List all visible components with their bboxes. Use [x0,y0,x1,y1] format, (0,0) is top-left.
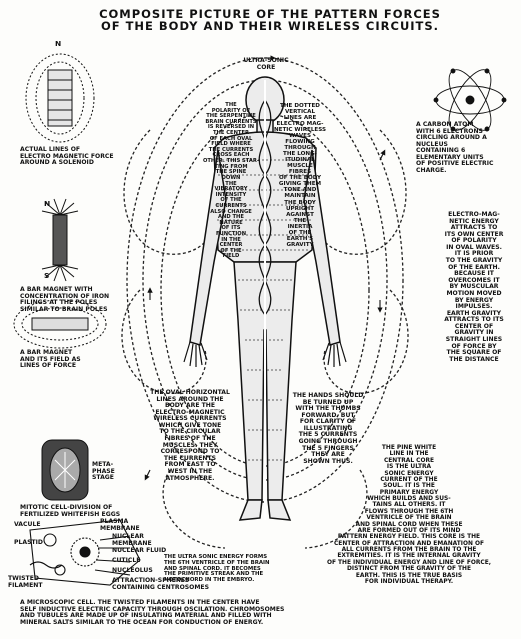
label-bar-magnet: A BAR MAGNET AND ITS FIELD AS LINES OF F… [20,350,120,370]
label-serpentine-polarity: THE POLARITY OF THE SERPENTINE BRAIN CUR… [200,103,262,260]
magnet-filings-figure [42,199,78,281]
label-plastid: PLASTID [14,540,43,547]
label-north-solenoid: N [55,40,61,48]
page-title: COMPOSITE PICTURE OF THE PATTERN FORCES … [70,8,470,33]
label-ultrasonic-core: ULTRA-SONIC CORE [236,58,296,71]
label-nucleolus: NUCLEOLUS [112,568,153,575]
label-vacule: VACULE [14,522,40,529]
label-twisted-filament: TWISTED FILAMENT [8,576,43,589]
label-plasma-membrane: PLASMA MEMBRANE [100,519,140,532]
label-cuticle: CUTICLE [112,558,140,565]
solenoid-figure [26,54,94,142]
label-magnet-filings: A BAR MAGNET WITH CONCENTRATION OF IRON … [20,287,130,313]
label-electromagnetic: ELECTRO-MAG- NETIC ENERGY ATTRACTS TO IT… [430,212,518,363]
label-nuclear-fluid: NUCLEAR FLUID [112,548,166,555]
label-pine-white-line: THE PINE WHITE LINE IN THE CENTRAL CORE … [302,445,516,585]
label-solenoid: ACTUAL LINES OF ELECTRO MAGNETIC FORCE A… [20,147,120,167]
label-cell-caption: A MICROSCOPIC CELL. THE TWISTED FILAMENT… [20,600,350,626]
label-metastage: META- PHASE STAGE [92,462,115,482]
label-attraction-spheres: ATTRACTION-SPHERES CONTAINING CENTROSOME… [112,578,209,591]
label-oval-horizontal: THE OVAL HORIZONTAL LINES AROUND THE BOD… [140,390,240,482]
label-south-magnet: S [44,272,49,280]
mitotic-cell-figure [42,440,88,500]
label-north-magnet: N [44,200,50,208]
label-mitotic: MITOTIC CELL-DIVISION OF FERTILIZED WHIT… [20,505,140,518]
label-carbon-atom: A CARBON ATOM WITH 6 ELECTRONS CIRCLING … [416,122,516,175]
label-dotted-vertical: THE DOTTED VERTICAL LINES ARE ELECTRO MA… [270,103,330,248]
label-nuclear-membrane: NUCLEAR MEMBRANE [112,534,152,547]
